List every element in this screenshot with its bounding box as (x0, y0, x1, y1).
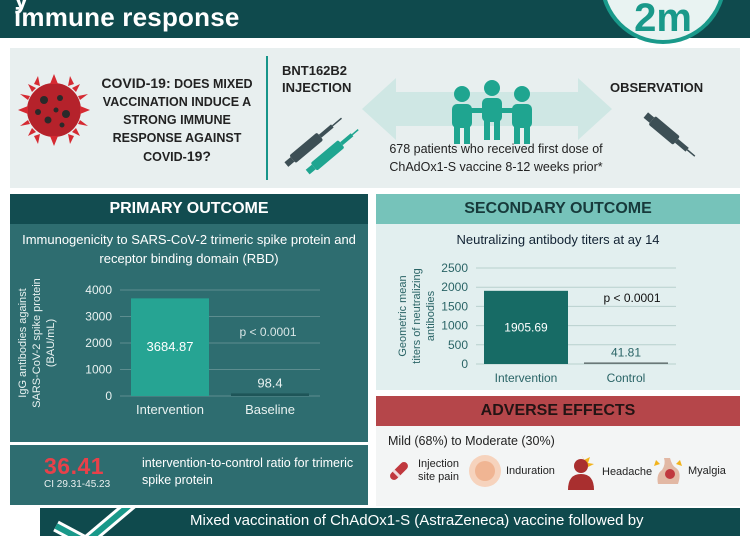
adverse-item-headache: Headache (564, 454, 652, 490)
adverse-label: Induration (506, 464, 555, 477)
y-axis-label: (BAU/mL) (45, 319, 57, 367)
bar (231, 393, 309, 396)
ratio-value: 36.41 (44, 453, 105, 479)
divider-line (266, 56, 268, 180)
adverse-item-induration: Induration (468, 454, 555, 488)
y-axis-label: Geometric mean (397, 275, 409, 356)
adverse-effects-panel: ADVERSE EFFECTS Mild (68%) to Moderate (… (376, 396, 740, 506)
p-value-annotation: p < 0.0001 (239, 325, 296, 339)
secondary-outcome-panel: SECONDARY OUTCOME Neutralizing antibody … (376, 194, 740, 390)
research-question: COVID-19: DOES MIXED VACCINATION INDUCE … (92, 74, 262, 166)
bar (584, 362, 668, 364)
primary-outcome-panel: PRIMARY OUTCOME Immunogenicity to SARS-C… (10, 194, 368, 442)
x-tick-label: Intervention (495, 371, 558, 385)
y-tick-label: 1500 (441, 299, 468, 313)
headache-icon (568, 454, 594, 490)
secondary-chart-title: Neutralizing antibody titers at ay 14 (456, 232, 660, 247)
y-axis-label: SARS-CoV-2 spike protein (31, 278, 43, 408)
ratio-panel: 36.41 CI 29.31-45.23 intervention-to-con… (10, 445, 368, 505)
logo-text: 2m (634, 0, 692, 40)
bar (131, 298, 209, 396)
adverse-item-injection-site-pain: Injection site pain (384, 454, 468, 488)
y-tick-label: 0 (461, 357, 468, 371)
adverse-item-myalgia: Myalgia (652, 454, 726, 488)
x-tick-label: Control (607, 371, 646, 385)
adverse-label: Headache (602, 465, 653, 478)
y-tick-label: 500 (448, 338, 468, 352)
y-tick-label: 4000 (85, 283, 112, 297)
primary-chart-title: Immunogenicity to SARS-CoV-2 trimeric sp… (22, 232, 356, 266)
primary-heading: PRIMARY OUTCOME (10, 194, 368, 224)
y-axis-label: IgG antibodies against (17, 288, 29, 397)
patients-description: 678 patients who received first dose of … (389, 142, 603, 174)
question-suffix: 19? (186, 148, 211, 164)
y-tick-label: 1000 (441, 319, 468, 333)
x-tick-label: Baseline (245, 402, 295, 417)
secondary-heading: SECONDARY OUTCOME (376, 194, 740, 224)
bar (484, 290, 568, 364)
myalgia-icon (654, 458, 682, 484)
conclusion-text: Mixed vaccination of ChAdOx1-S (AstraZen… (190, 512, 644, 529)
header-title: immune response (14, 2, 240, 32)
bar-value-label: 1905.69 (504, 320, 548, 334)
intervention-label: BNT162B2 INJECTION (282, 63, 352, 95)
question-prefix: COVID-19: (101, 75, 171, 91)
y-tick-label: 2000 (85, 336, 112, 350)
syringe-pain-icon (390, 462, 408, 480)
syringe-icon (643, 112, 696, 157)
y-tick-label: 1000 (85, 363, 112, 377)
checkmark-icon (53, 508, 136, 536)
y-tick-label: 2000 (441, 280, 468, 294)
bar-value-label: 98.4 (257, 375, 282, 390)
header-title-cut: y (14, 0, 28, 15)
y-axis-label: antibodies (425, 290, 437, 341)
y-tick-label: 3000 (85, 310, 112, 324)
adverse-label: Myalgia (688, 464, 726, 477)
y-tick-label: 2500 (441, 261, 468, 275)
ratio-confidence-interval: CI 29.31-45.23 (44, 479, 111, 490)
p-value-annotation: p < 0.0001 (603, 291, 660, 305)
induration-icon (469, 455, 501, 487)
bar-value-label: 41.81 (611, 345, 641, 359)
patients-icon (452, 80, 532, 144)
bar-value-label: 3684.87 (147, 339, 194, 354)
x-tick-label: Intervention (136, 402, 204, 417)
ratio-description: intervention-to-control ratio for trimer… (142, 456, 354, 487)
adverse-heading: ADVERSE EFFECTS (376, 396, 740, 426)
conclusion-banner: Mixed vaccination of ChAdOx1-S (AstraZen… (40, 508, 740, 536)
y-tick-label: 0 (105, 389, 112, 403)
syringes-icon (284, 117, 359, 175)
y-axis-label: titers of neutralizing (411, 268, 423, 363)
question-body: DOES MIXED VACCINATION INDUCE A STRONG I… (102, 77, 253, 164)
coronavirus-icon (18, 74, 90, 146)
study-design-panel: COVID-19: DOES MIXED VACCINATION INDUCE … (10, 48, 740, 188)
control-label: OBSERVATION (610, 80, 704, 95)
adverse-label: Injection site pain (418, 458, 459, 483)
severity-text: Mild (68%) to Moderate (30%) (388, 434, 555, 448)
